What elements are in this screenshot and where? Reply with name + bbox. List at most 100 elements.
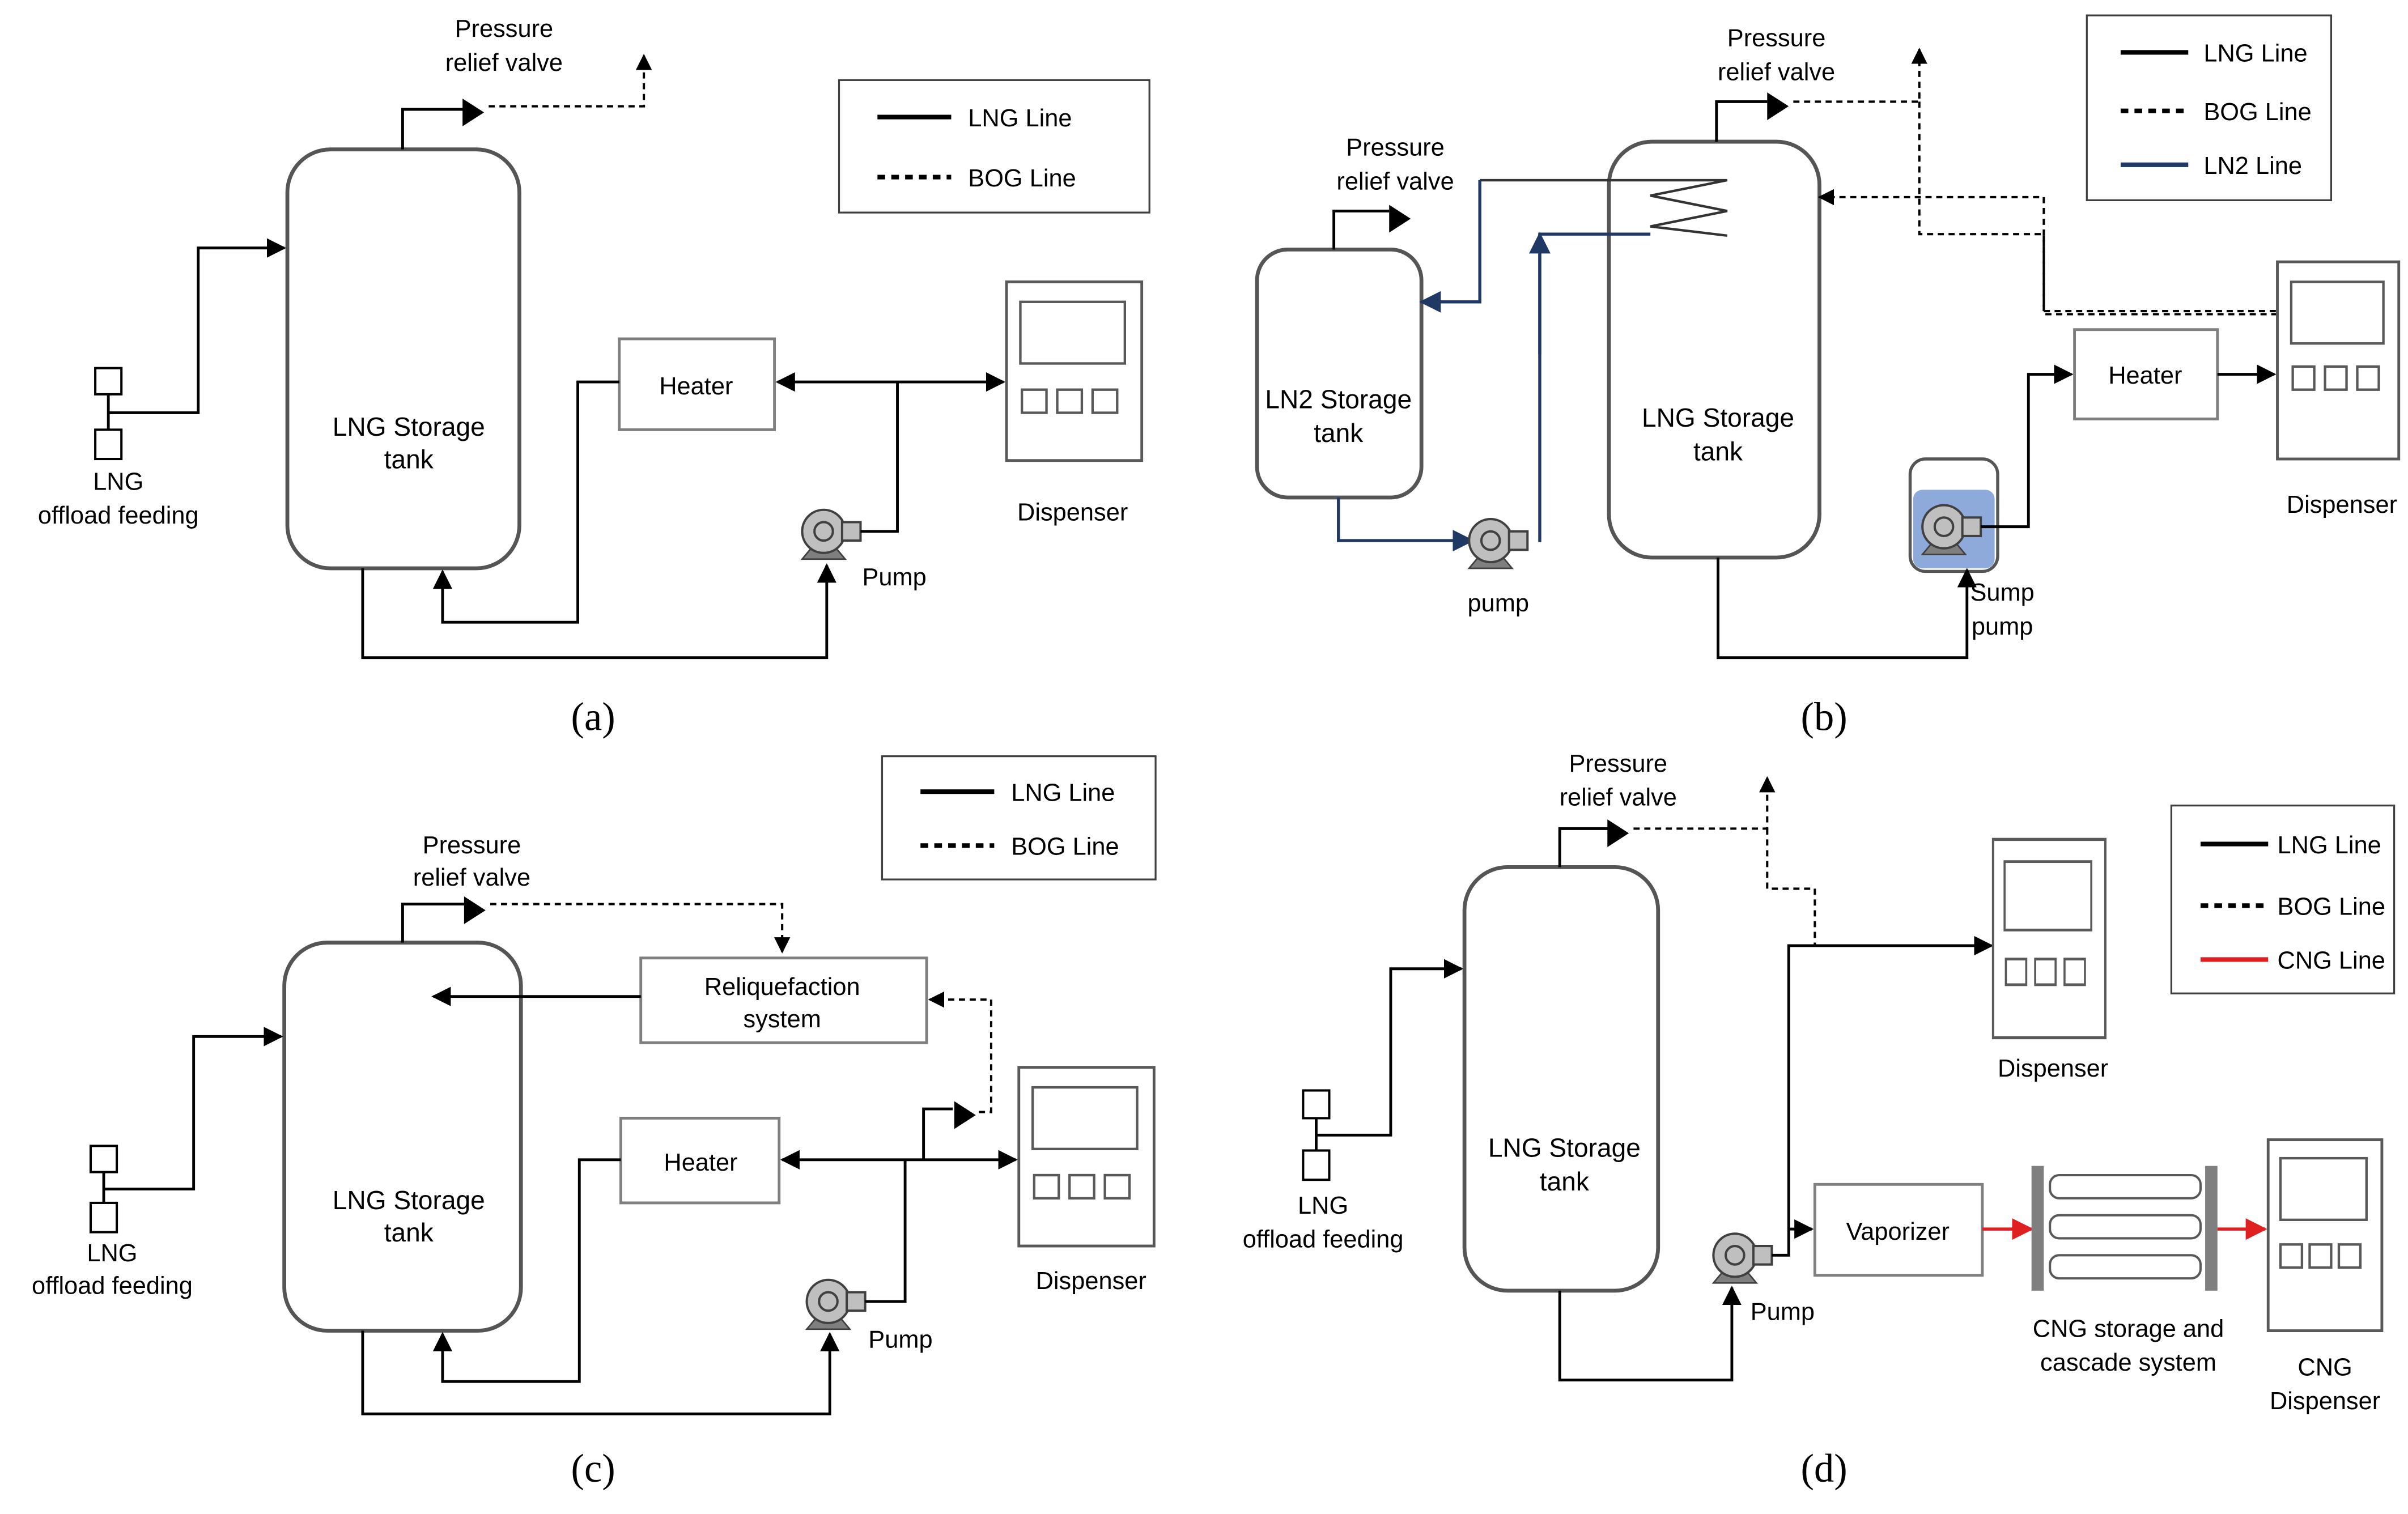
caption-c: (c) [571, 1447, 615, 1491]
relief-valve-label-line2: relief valve [445, 49, 563, 76]
cng-dispenser-label-line1: CNG [2297, 1354, 2352, 1381]
sump-pump-label-line2: pump [1972, 613, 2033, 640]
reliquefaction-label-line1: Reliquefaction [704, 973, 860, 1001]
feed-d-label-line2: offload feeding [1243, 1226, 1404, 1253]
relief-valve-b-icon [1767, 92, 1789, 121]
tank-label-line1: LNG Storage [333, 412, 485, 441]
panel-b: LN2 Storage tank LNG Storage tank pump P… [1255, 14, 2401, 739]
legend-a: LNG Line BOG Line [838, 79, 1150, 214]
feed-coupling-icon [89, 1201, 118, 1234]
heater-c-label: Heater [664, 1149, 737, 1176]
legend-b-ln2-line: LN2 Line [2203, 152, 2302, 180]
legend-d-cng-line: CNG Line [2278, 947, 2385, 975]
ln2-tank-label-line1: LN2 Storage [1265, 384, 1412, 414]
pump-c-icon [807, 1280, 865, 1329]
dispenser-b-icon [2276, 260, 2401, 461]
caption-d: (d) [1801, 1447, 1848, 1491]
ln2-storage-tank: LN2 Storage tank [1255, 247, 1424, 500]
lng-storage-tank-c: LNG Storage tank [282, 941, 523, 1333]
heater-b-box [2073, 328, 2219, 420]
relief-valve-c-label-line1: Pressure [423, 832, 521, 859]
legend-lng-line: LNG Line [968, 105, 1072, 132]
feed-d-label-line1: LNG [1298, 1192, 1348, 1219]
legend-b: LNG Line BOG Line LN2 Line [2086, 14, 2333, 201]
lng-storage-tank-d: LNG Storage tank [1462, 865, 1660, 1293]
feed-c-label-line2: offload feeding [32, 1272, 193, 1299]
cng-dispenser-label-line2: Dispenser [2270, 1388, 2380, 1415]
coil-icon [1480, 178, 1728, 237]
caption-a: (a) [571, 695, 615, 739]
dispenser-label: Dispenser [1017, 499, 1128, 526]
tank-d-label-line2: tank [1540, 1167, 1590, 1196]
feed-coupling-icon [94, 367, 123, 395]
legend-d-bog-line: BOG Line [2278, 894, 2385, 921]
dispenser-valve-c-icon [954, 1101, 976, 1129]
ln2-pump-label: pump [1468, 590, 1529, 617]
pump-d-icon [1713, 1234, 1772, 1283]
tank-c-label-line2: tank [384, 1218, 434, 1247]
feed-coupling-icon [94, 428, 123, 461]
pump-icon [802, 510, 860, 559]
legend-b-lng-line: LNG Line [2203, 40, 2307, 67]
legend-b-bog-line: BOG Line [2203, 99, 2311, 126]
tank-b-label-line2: tank [1693, 437, 1743, 466]
dispenser-d-icon [1993, 839, 2105, 1037]
cascade-label-line2: cascade system [2040, 1349, 2216, 1376]
legend-c: LNG Line BOG Line [881, 755, 1157, 881]
tank-label-line2: tank [384, 444, 434, 474]
vaporizer-label: Vaporizer [1846, 1218, 1950, 1245]
relief-valve-b-label-line2: relief valve [1718, 58, 1835, 86]
relief-valve-label-line1: Pressure [455, 15, 554, 42]
reliquefaction-box [639, 956, 928, 1044]
pump-c-label: Pump [868, 1326, 932, 1353]
legend-bog-line: BOG Line [968, 165, 1076, 192]
dispenser-d-label: Dispenser [1998, 1055, 2108, 1082]
heater-label: Heater [659, 373, 733, 400]
dispenser-icon [1006, 282, 1142, 460]
legend-d: LNG Line BOG Line CNG Line [2170, 804, 2396, 994]
caption-b: (b) [1801, 695, 1848, 739]
relief-valve-d-label-line1: Pressure [1569, 750, 1667, 777]
feed-label-line2: offload feeding [38, 502, 199, 529]
relief-valve-d-label-line2: relief valve [1560, 784, 1677, 811]
cascade-label-line1: CNG storage and [2033, 1315, 2224, 1342]
feed-c-label-line1: LNG [87, 1240, 137, 1267]
tank-b-label-line1: LNG Storage [1642, 403, 1794, 432]
feed-coupling-icon [1302, 1149, 1331, 1181]
heater-b-label: Heater [2108, 362, 2182, 389]
dispenser-b-label: Dispenser [2287, 491, 2397, 518]
lng-storage-tank: LNG Storage tank [285, 147, 521, 571]
lng-offload-feed-d: LNG offload feeding [1243, 959, 1464, 1253]
feed-coupling-icon [1302, 1089, 1331, 1120]
reliquefaction-label-line2: system [743, 1006, 821, 1033]
ln2-tank-label-line2: tank [1314, 418, 1364, 448]
heater-c-box [619, 1116, 781, 1205]
heater-box [618, 337, 776, 431]
ln2-relief-valve-label-line2: relief valve [1336, 168, 1454, 195]
relief-valve-c-label-line2: relief valve [413, 864, 530, 891]
cng-dispenser-icon [2266, 1138, 2384, 1332]
relief-valve-icon [462, 98, 485, 126]
feed-coupling-icon [89, 1145, 118, 1173]
cascade-system [2031, 1166, 2218, 1291]
pump-d-label: Pump [1751, 1298, 1815, 1325]
panel-c: LNG Storage tank LNG offload feeding Pre… [32, 755, 1157, 1491]
pump-label: Pump [862, 564, 926, 591]
lng-storage-tank-b: LNG Storage tank [1607, 139, 1821, 560]
dispenser-c-label: Dispenser [1036, 1268, 1146, 1295]
lng-offload-feed: LNG offload feeding [38, 238, 287, 529]
panel-a: LNG Storage tank LNG offload feeding Pre… [38, 15, 1150, 739]
relief-valve-c-icon [464, 896, 486, 924]
ln2-relief-valve-label-line1: Pressure [1346, 134, 1445, 161]
vaporizer-box [1813, 1183, 1984, 1277]
legend-c-bog-line: BOG Line [1011, 833, 1119, 861]
dispenser-c-icon [1019, 1068, 1154, 1246]
relief-valve-b-label-line1: Pressure [1727, 24, 1826, 52]
panel-d: LNG Storage tank LNG offload feeding Pre… [1243, 750, 2396, 1491]
tank-d-label-line1: LNG Storage [1488, 1133, 1641, 1162]
legend-d-lng-line: LNG Line [2278, 832, 2381, 859]
ln2-pump-icon [1469, 519, 1527, 568]
feed-label-line1: LNG [93, 468, 143, 495]
relief-valve-d-icon [1607, 819, 1629, 848]
